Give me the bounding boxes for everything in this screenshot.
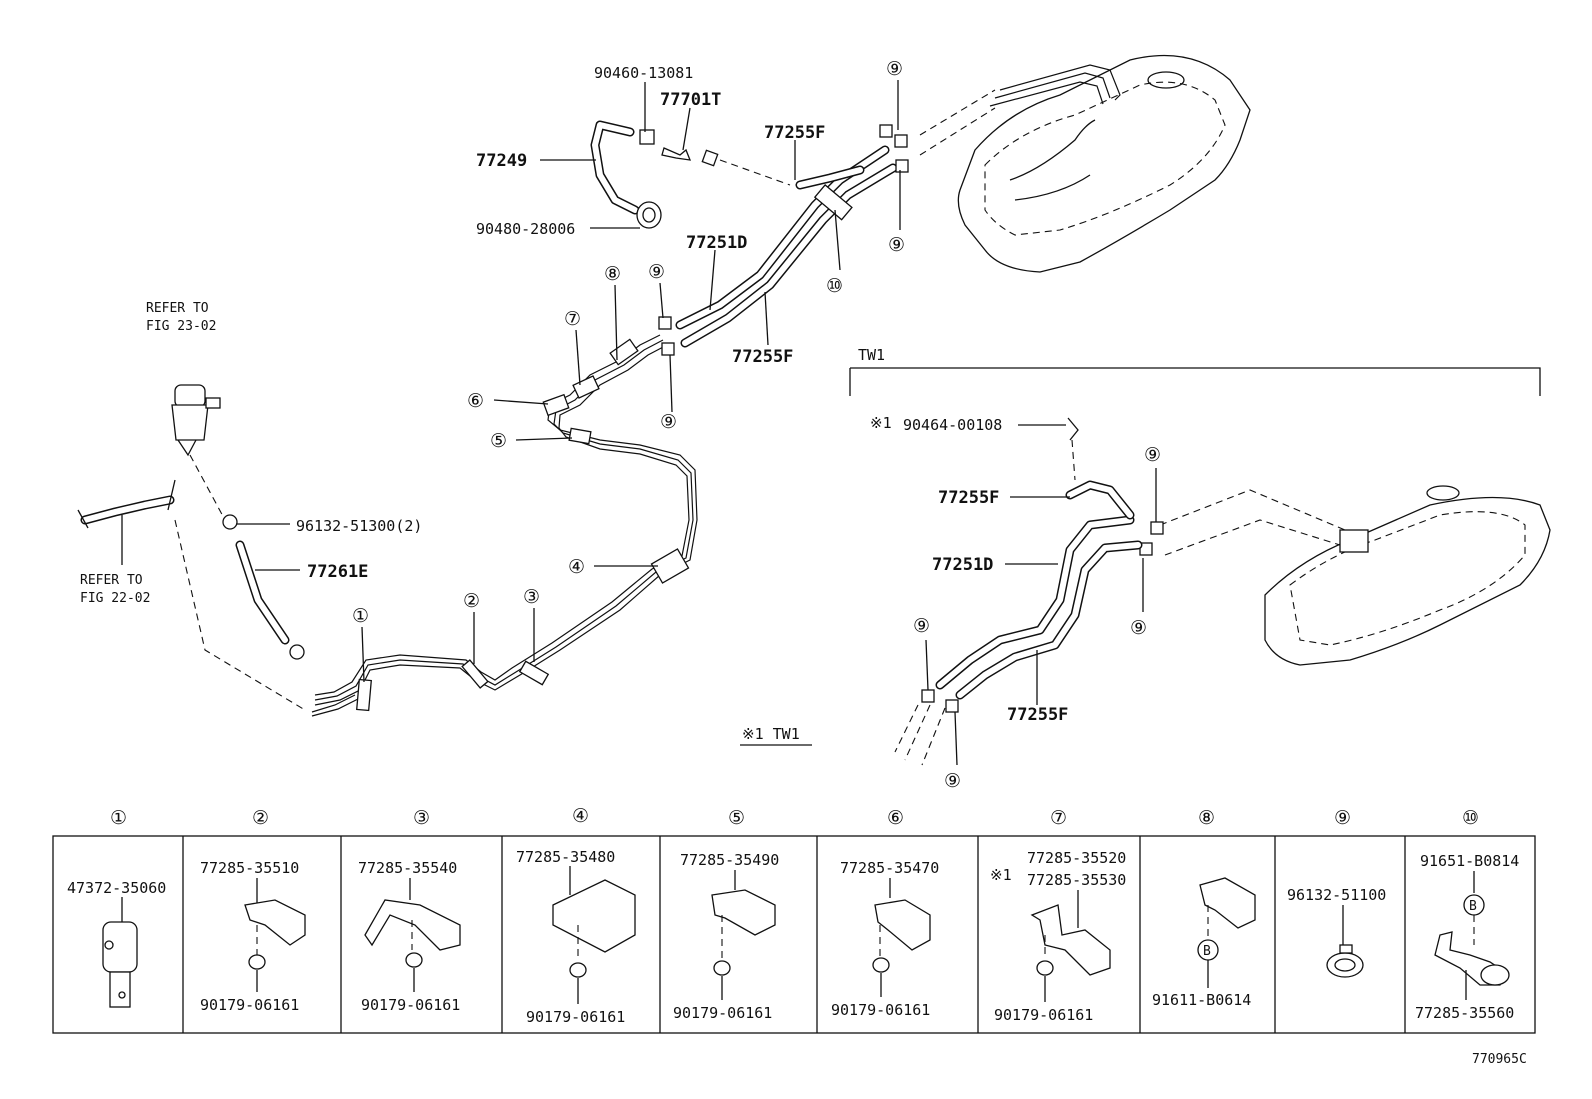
table-col-8-num: ⑧ [1198,807,1215,829]
diagram-callouts: ① ② ③ ④ ⑤ ⑥ ⑦ ⑧ ⑨ ⑨ ⑨ ⑨ ⑩ ⑨ ⑨ ⑨ ⑨ [352,58,1161,792]
table-col-2-num: ② [252,807,269,829]
table-9-part-1: 96132-51100 [1287,886,1386,904]
callout-1: ① [352,605,369,627]
main-labels: REFER TO FIG 23-02 REFER TO FIG 22-02 96… [80,64,1068,746]
refer-bottom-line2: FIG 22-02 [80,591,150,606]
fuel-tank-tw1 [1159,485,1551,666]
label-tw1-77255F-b: 77255F [1007,705,1068,725]
label-90464-00108: 90464-00108 [903,416,1002,434]
label-90460-13081: 90460-13081 [594,64,693,82]
callout-3: ③ [523,586,540,608]
label-tw1-77251D: 77251D [932,555,993,575]
hose-77261E [222,514,305,660]
callout-6: ⑥ [467,390,484,412]
callout-7: ⑦ [564,308,581,330]
table-5-part-1: 77285-35490 [680,851,779,869]
label-90480-28006: 90480-28006 [476,220,575,238]
callout-8: ⑧ [604,263,621,285]
refer-bottom-line1: REFER TO [80,573,143,588]
table-8-marker: B [1203,944,1211,959]
callout-9-b: ⑨ [660,411,677,433]
label-77249: 77249 [476,151,527,171]
label-77251D: 77251D [686,233,747,253]
label-tw1-note: ※1 TW1 [742,725,800,743]
label-77255F-top: 77255F [764,123,825,143]
table-7-note: ※1 [990,866,1012,884]
tw1-pipes [849,367,1541,766]
callout-9-h: ⑨ [944,770,961,792]
fuel-filler-hose [77,479,176,565]
callout-9-a: ⑨ [648,261,665,283]
callout-9-g: ⑨ [913,615,930,637]
table-7-part-2: 77285-35530 [1027,871,1126,889]
label-tw1-note-mark: ※1 [870,414,892,432]
table-7-part-1: 77285-35520 [1027,849,1126,867]
callout-10: ⑩ [826,275,843,297]
table-5-part-2: 90179-06161 [673,1004,772,1022]
table-3-part-1: 77285-35540 [358,859,457,877]
table-6-part-1: 77285-35470 [840,859,939,877]
label-tw1-title: TW1 [858,346,885,364]
table-1-part-1: 47372-35060 [67,879,166,897]
callout-9-f: ⑨ [1130,617,1147,639]
table-col-6-num: ⑥ [887,807,904,829]
leader-lines [236,80,1157,766]
table-4-part-1: 77285-35480 [516,848,615,866]
hose-77249 [590,120,791,229]
label-77261E: 77261E [307,562,368,582]
table-2-part-2: 90179-06161 [200,996,299,1014]
callout-9-e: ⑨ [1144,444,1161,466]
table-6-part-2: 90179-06161 [831,1001,930,1019]
table-10-part-1: 91651-B0814 [1420,852,1519,870]
table-col-1-num: ① [110,807,127,829]
table-col-10-num: ⑩ [1462,807,1479,829]
table-10-part-2: 77285-35560 [1415,1004,1514,1022]
refer-top-line1: REFER TO [146,301,209,316]
callout-4: ④ [568,556,585,578]
table-col-3-num: ③ [413,807,430,829]
table-4-part-2: 90179-06161 [526,1008,625,1026]
table-2-part-1: 77285-35510 [200,859,299,877]
clips-9 [658,124,1164,713]
table-7-part-3: 90179-06161 [994,1006,1093,1024]
refer-top-line2: FIG 23-02 [146,319,216,334]
label-tw1-77255F-a: 77255F [938,488,999,508]
figure-code: 770965C [1472,1052,1527,1067]
fuel-tank-main [919,54,1251,273]
table-8-part-1: 91611-B0614 [1152,991,1251,1009]
table-col-5-num: ⑤ [728,807,745,829]
callout-9-c: ⑨ [886,58,903,80]
vapor-canister [171,384,306,711]
table-col-9-num: ⑨ [1334,807,1351,829]
parts-table: ① ② ③ ④ ⑤ ⑥ ⑦ ⑧ ⑨ ⑩ 47372-35060 77285-35… [52,805,1536,1034]
callout-5: ⑤ [490,430,507,452]
table-col-4-num: ④ [572,805,589,827]
callout-9-d: ⑨ [888,234,905,256]
table-col-7-num: ⑦ [1050,807,1067,829]
label-77701T: 77701T [660,90,721,110]
fuel-lines-chassis [311,334,698,717]
label-77255F-mid: 77255F [732,347,793,367]
label-96132-51300: 96132-51300(2) [296,517,422,535]
callout-2: ② [463,590,480,612]
table-10-marker: B [1469,899,1477,914]
table-3-part-2: 90179-06161 [361,996,460,1014]
fuel-pipes-main [675,145,898,348]
